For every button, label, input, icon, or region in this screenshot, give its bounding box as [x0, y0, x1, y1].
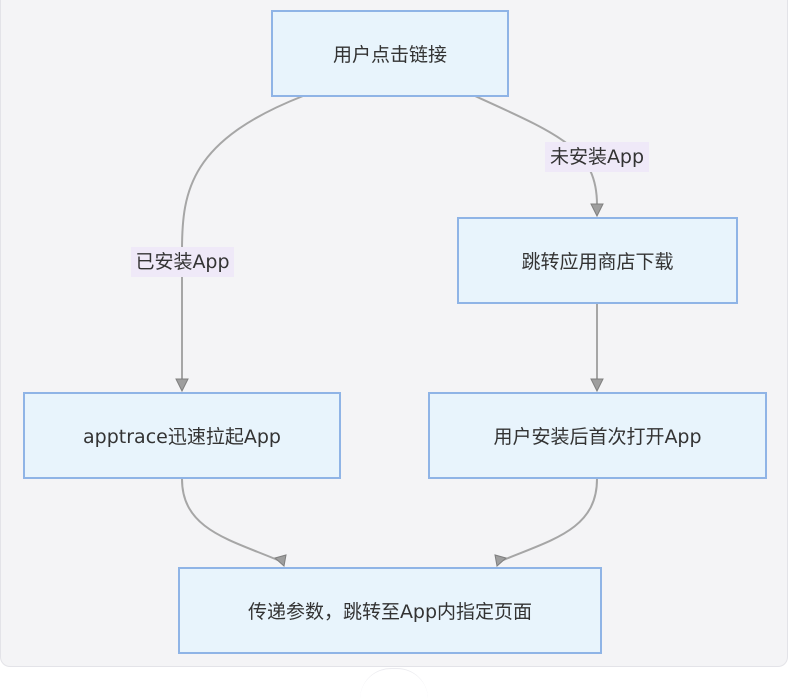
node-first-open-after-install: 用户安装后首次打开App — [428, 392, 767, 479]
edge-open-to-params-arrowhead — [494, 554, 508, 567]
node-apptrace-launch-label: apptrace迅速拉起App — [83, 426, 281, 448]
bottom-tab-decoration — [360, 668, 428, 699]
edge-launch-to-params-arrowhead — [273, 554, 287, 567]
node-apptrace-launch: apptrace迅速拉起App — [23, 392, 341, 479]
edge-launch-to-params — [181, 478, 281, 562]
edge-not-installed-arrowhead — [590, 203, 604, 218]
edge-label-not-installed: 未安装App — [545, 142, 649, 172]
node-click-link: 用户点击链接 — [271, 10, 509, 97]
node-pass-params-label: 传递参数，跳转至App内指定页面 — [247, 601, 533, 623]
edge-store-to-open-arrowhead — [590, 378, 604, 393]
node-app-store-download: 跳转应用商店下载 — [457, 217, 738, 304]
edge-installed-arrowhead — [175, 378, 189, 393]
edge-label-not-installed-text: 未安装App — [549, 146, 645, 168]
edge-label-installed-text: 已安装App — [135, 251, 230, 273]
node-pass-params: 传递参数，跳转至App内指定页面 — [178, 567, 602, 654]
edge-label-installed: 已安装App — [131, 247, 234, 277]
edge-installed — [181, 95, 304, 380]
node-click-link-label: 用户点击链接 — [332, 44, 447, 66]
diagram-canvas: 用户点击链接 未安装App 已安装App 跳转应用商店下载 apptrace迅速… — [0, 0, 788, 667]
edge-layer — [175, 95, 604, 567]
node-first-open-after-install-label: 用户安装后首次打开App — [493, 426, 702, 448]
edge-open-to-params — [500, 478, 598, 562]
node-app-store-download-label: 跳转应用商店下载 — [521, 251, 674, 273]
